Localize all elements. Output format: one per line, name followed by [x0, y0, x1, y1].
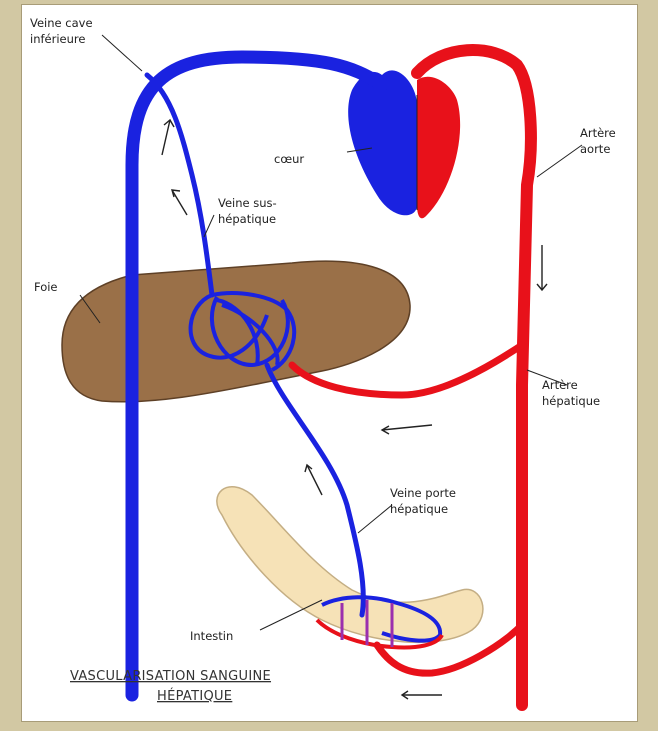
- label-portal-vein-1: Veine porte: [390, 486, 456, 500]
- diagram-frame: Veine cave inférieure cœur Artère aorte …: [21, 4, 638, 722]
- label-hepatic-artery-2: hépatique: [542, 394, 600, 408]
- heart-shape: [348, 70, 460, 218]
- liver-shape: [62, 261, 410, 402]
- label-aorta-1: Artère: [580, 126, 616, 140]
- label-portal-vein-2: hépatique: [390, 502, 448, 516]
- label-hepatic-vein-1: Veine sus-: [218, 196, 277, 210]
- label-intestine: Intestin: [190, 629, 233, 643]
- hepatic-vein-vessel: [147, 75, 212, 295]
- label-vena-cava-1: Veine cave: [30, 16, 93, 30]
- label-hepatic-vein-2: hépatique: [218, 212, 276, 226]
- label-vena-cava-2: inférieure: [30, 32, 85, 46]
- label-heart: cœur: [274, 152, 304, 166]
- label-liver: Foie: [34, 280, 58, 294]
- diagram-title-line1: VASCULARISATION SANGUINE: [70, 669, 271, 684]
- label-aorta-2: aorte: [580, 142, 610, 156]
- hepatic-vascularisation-diagram: Veine cave inférieure cœur Artère aorte …: [22, 5, 638, 722]
- diagram-title-line2: HÉPATIQUE: [157, 688, 232, 704]
- label-hepatic-artery-1: Artère: [542, 378, 578, 392]
